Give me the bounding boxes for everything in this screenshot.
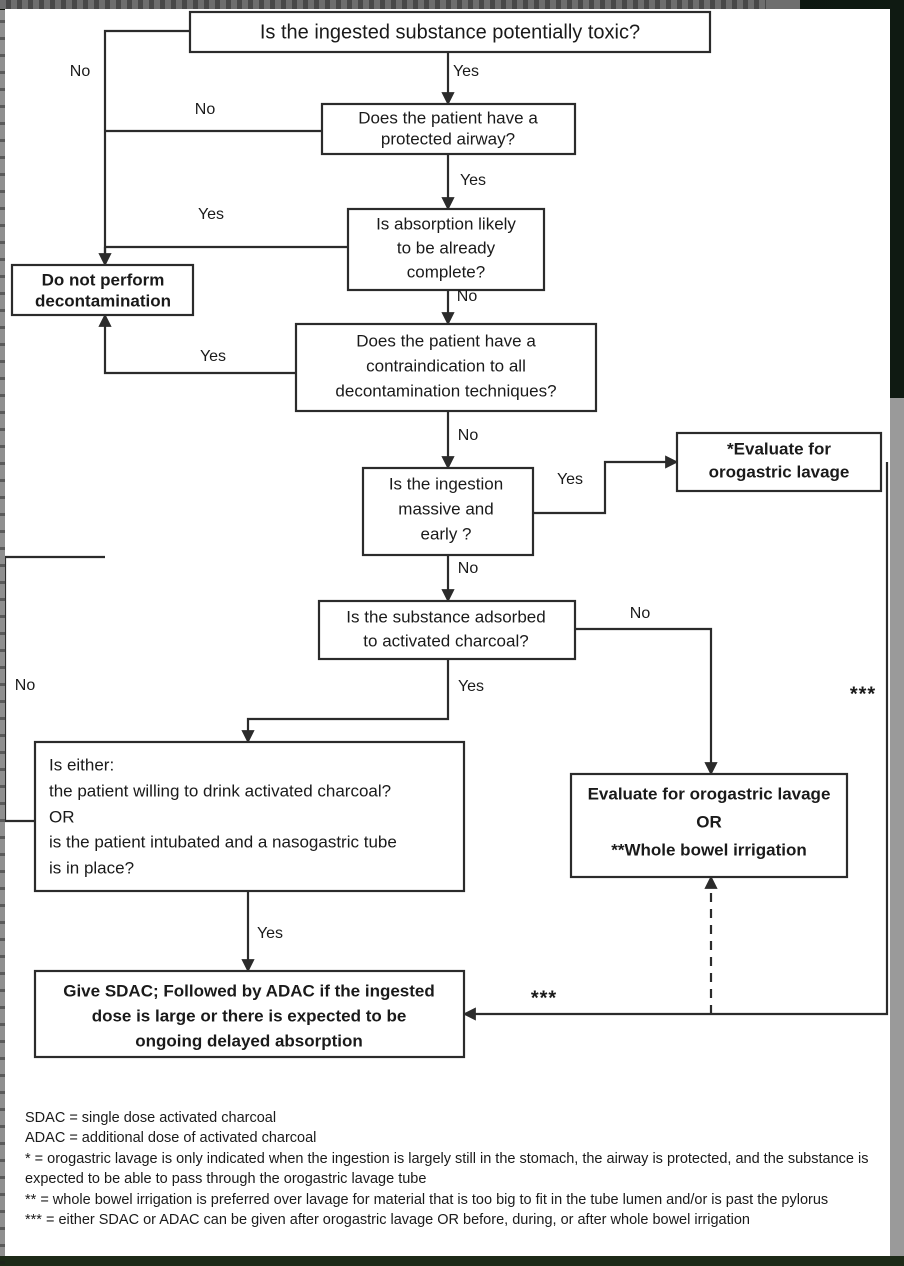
node-lavage1-line2: orogastric lavage: [709, 462, 850, 481]
edge-q6-no: [575, 627, 718, 776]
node-q1-potentially-toxic[interactable]: Is the ingested substance potentially to…: [188, 10, 712, 54]
node-lavage2-line3: **Whole bowel irrigation: [611, 840, 807, 859]
node-q2-line1: Does the patient have a: [358, 108, 538, 127]
label-q2-no: No: [195, 101, 216, 118]
node-do-not-decontaminate[interactable]: Do not perform decontamination: [10, 263, 195, 317]
legend-line-star3: *** = either SDAC or ADAC can be given a…: [25, 1212, 750, 1229]
node-q7-is-either[interactable]: Is either: the patient willing to drink …: [33, 740, 466, 893]
edge-q5-yes: [533, 455, 679, 515]
legend-line-adac: ADAC = additional dose of activated char…: [25, 1130, 317, 1147]
label-q6-yes: Yes: [458, 678, 484, 695]
label-q1-no: No: [70, 63, 91, 80]
node-q5-line3: early ?: [420, 524, 471, 543]
node-q6-line1: Is the substance adsorbed: [346, 607, 545, 626]
legend-line-star1: * = orogastric lavage is only indicated …: [25, 1150, 869, 1188]
flowchart-canvas: Is the ingested substance potentially to…: [5, 10, 889, 1059]
node-sdac-line2: dose is large or there is expected to be: [92, 1006, 407, 1025]
node-stop-line2: decontamination: [35, 291, 171, 310]
label-q3-yes: Yes: [198, 206, 224, 223]
node-q6-adsorbed-to-charcoal[interactable]: Is the substance adsorbed to activated c…: [317, 599, 577, 661]
node-q7-line4: is the patient intubated and a nasogastr…: [49, 832, 397, 851]
node-q5-massive-and-early[interactable]: Is the ingestion massive and early ?: [361, 466, 535, 557]
node-sdac-line1: Give SDAC; Followed by ADAC if the inges…: [63, 981, 435, 1000]
edge-q6-yes: [241, 659, 450, 744]
node-lavage1-line1: *Evaluate for: [727, 439, 831, 458]
node-q3-line3: complete?: [407, 262, 485, 281]
node-sdac-line3: ongoing delayed absorption: [135, 1031, 363, 1050]
node-q1-line1: Is the ingested substance potentially to…: [260, 21, 640, 43]
node-q5-line1: Is the ingestion: [389, 474, 503, 493]
edge-lavage1-to-sdac: [462, 462, 889, 1021]
legend-footnotes: SDAC = single dose activated charcoal AD…: [25, 1108, 885, 1230]
edge-q4-yes: [98, 313, 296, 375]
node-q4-line2: contraindication to all: [366, 356, 526, 375]
left-page-edge-noise: [0, 20, 5, 1266]
node-q3-line1: Is absorption likely: [376, 214, 516, 233]
node-evaluate-orogastric-lavage[interactable]: *Evaluate for orogastric lavage: [675, 431, 883, 493]
label-q7-no: No: [15, 677, 36, 694]
node-q5-line2: massive and: [398, 499, 493, 518]
node-q4-line3: decontamination techniques?: [335, 381, 556, 400]
label-q2-yes: Yes: [460, 172, 486, 189]
label-q5-no: No: [458, 560, 479, 577]
node-lavage2-line2: OR: [696, 812, 722, 831]
node-q3-absorption-complete[interactable]: Is absorption likely to be already compl…: [346, 207, 546, 292]
window-titlebar-strip[interactable]: [0, 0, 800, 9]
node-stop-line1: Do not perform: [42, 270, 165, 289]
label-star-right: ***: [850, 683, 876, 705]
edge-q7-no: [5, 555, 105, 823]
edge-q1-no: [103, 29, 190, 256]
window-title-text-sliver: [6, 0, 766, 9]
document-page: Is the ingested substance potentially to…: [5, 9, 890, 1256]
label-q6-no: No: [630, 605, 651, 622]
node-q7-line1: Is either:: [49, 755, 114, 774]
node-lavage2-line1: Evaluate for orogastric lavage: [588, 784, 831, 803]
node-q7-line3: OR: [49, 807, 75, 826]
label-q4-no: No: [458, 427, 479, 444]
node-q4-contraindication[interactable]: Does the patient have a contraindication…: [294, 322, 598, 413]
node-q7-line2: the patient willing to drink activated c…: [49, 781, 391, 800]
node-q3-line2: to be already: [397, 238, 496, 257]
node-q2-line2: protected airway?: [381, 129, 515, 148]
label-q3-no: No: [457, 288, 478, 305]
node-q4-line1: Does the patient have a: [356, 331, 536, 350]
node-lavage-or-whole-bowel-irrigation[interactable]: Evaluate for orogastric lavage OR **Whol…: [569, 772, 849, 879]
label-q5-yes: Yes: [557, 471, 583, 488]
node-q7-line5: is in place?: [49, 858, 134, 877]
left-page-edge-strip: [0, 10, 5, 1266]
right-scroll-gutter[interactable]: [890, 398, 904, 1256]
node-give-sdac[interactable]: Give SDAC; Followed by ADAC if the inges…: [33, 969, 466, 1059]
legend-line-star2: ** = whole bowel irrigation is preferred…: [25, 1191, 829, 1208]
label-star-mid: ***: [531, 987, 557, 1009]
label-q7-yes: Yes: [257, 925, 283, 942]
node-q6-line2: to activated charcoal?: [363, 631, 528, 650]
label-q1-yes: Yes: [453, 63, 479, 80]
legend-line-sdac: SDAC = single dose activated charcoal: [25, 1110, 277, 1126]
node-q2-protected-airway[interactable]: Does the patient have a protected airway…: [320, 102, 577, 156]
label-q4-yes: Yes: [200, 348, 226, 365]
